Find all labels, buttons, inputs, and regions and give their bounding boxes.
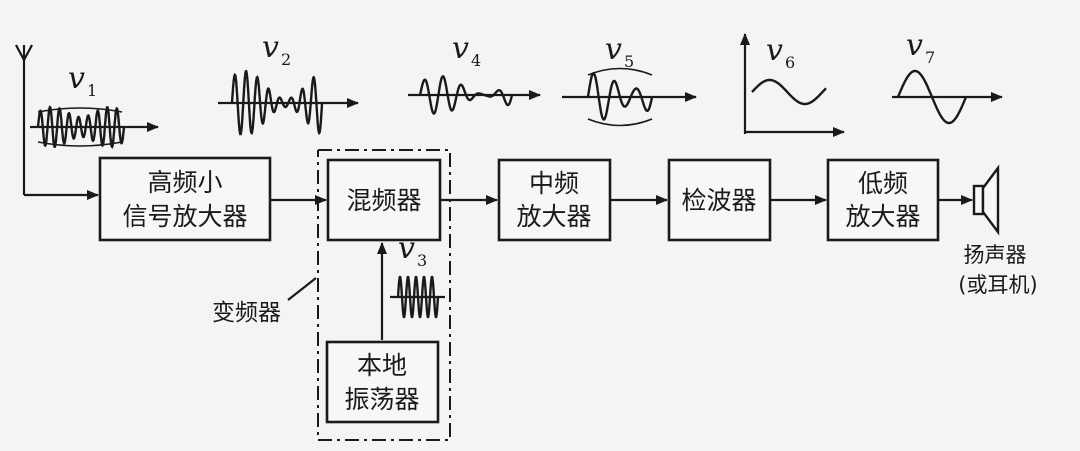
converter-enclosure: [317, 149, 451, 441]
converter-leader-line: [287, 277, 317, 301]
waveform-v2: [218, 69, 359, 136]
local-osc-label-1: 本地: [357, 351, 407, 380]
mixer-block: 混频器: [326, 158, 442, 242]
waveform-v1: [30, 105, 159, 149]
waveform-v5: [562, 67, 697, 127]
af-amp-label-1: 低频: [858, 169, 908, 198]
waveform-v7: [892, 69, 1003, 125]
mixer-label: 混频器: [346, 186, 421, 215]
rf-amp-label-2: 信号放大器: [122, 202, 247, 231]
detector-block: 检波器: [667, 158, 772, 242]
af-amplifier-block: 低频 放大器: [826, 158, 940, 242]
signal-flow-arrows: [24, 190, 973, 340]
antenna-icon: [15, 44, 33, 195]
speaker-label: 扬声器: [964, 243, 1027, 267]
waveform-v6: [740, 33, 845, 137]
rf-amp-label-1: 高频小: [147, 168, 222, 197]
if-amp-label-1: 中频: [529, 169, 579, 198]
if-amp-label-2: 放大器: [516, 202, 591, 231]
waveform-v4: [408, 75, 541, 115]
detector-label: 检波器: [681, 186, 756, 215]
converter-label: 变频器: [212, 300, 281, 326]
waveform-v3: [390, 275, 445, 319]
af-amp-label-2: 放大器: [845, 202, 920, 231]
if-amplifier-block: 中频 放大器: [497, 158, 612, 242]
earphone-label: (或耳机): [958, 273, 1037, 297]
speaker-icon: [972, 164, 1000, 236]
local-oscillator-block: 本地 振荡器: [325, 340, 440, 424]
local-osc-label-2: 振荡器: [344, 385, 419, 414]
rf-amplifier-block: 高频小 信号放大器: [98, 156, 272, 242]
